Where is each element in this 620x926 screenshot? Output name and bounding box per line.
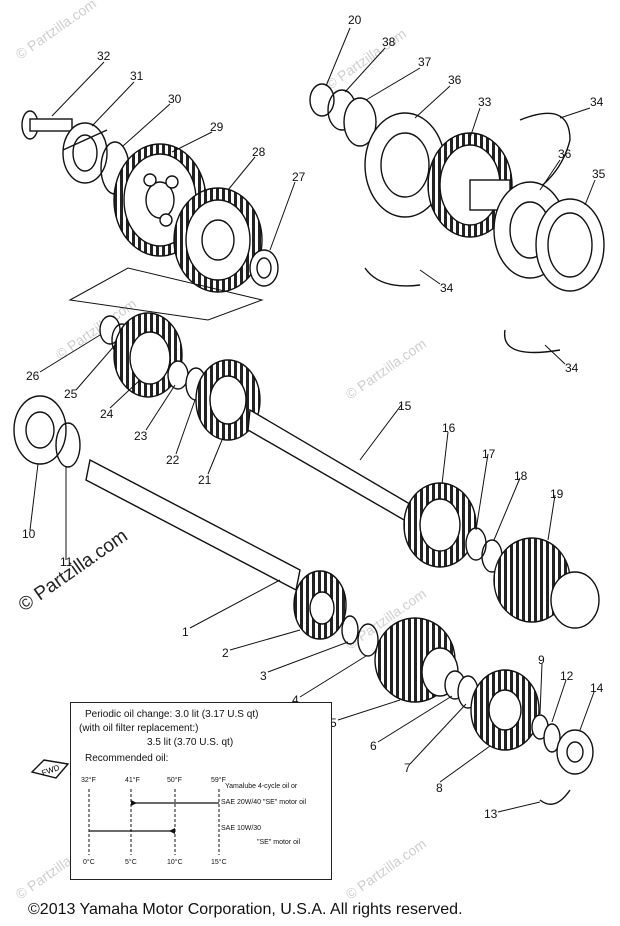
fwd-arrow-icon: FWD [30, 759, 70, 779]
recommended-oil-heading: Recommended oil: [85, 753, 169, 764]
part-17-washer [465, 527, 487, 561]
part-1-mainshaft [85, 458, 301, 592]
oil-spec-b: SAE 20W/40 "SE" motor oil [221, 799, 307, 806]
leader-lines [29, 27, 596, 813]
part-34-circlip-c [503, 329, 561, 354]
part-5-gear [374, 617, 459, 703]
temp-f-0: 32°F [81, 777, 96, 784]
callout-34b: 34 [440, 281, 454, 295]
callout-18: 18 [514, 469, 528, 483]
part-15-shaft [247, 408, 421, 530]
part-23-collar [167, 360, 189, 390]
oil-filter-capacity: 3.5 lit (3.70 U.S. qt) [147, 737, 234, 748]
part-11-circlip [55, 422, 81, 468]
oil-temperature-chart [88, 789, 220, 855]
callout-1: 1 [182, 625, 189, 639]
callout-23: 23 [134, 429, 148, 443]
lower-shaft-parts [13, 395, 594, 805]
temp-f-2: 50°F [167, 777, 182, 784]
callout-34a: 34 [590, 95, 604, 109]
callout-29: 29 [210, 120, 224, 134]
part-27-bushing [249, 249, 279, 287]
middle-shaft-parts [99, 312, 600, 629]
callout-25: 25 [64, 387, 78, 401]
oil-spec-d: "SE" motor oil [257, 839, 301, 846]
watermark-text: © Partzilla.com [13, 0, 99, 62]
callout-21: 21 [198, 473, 212, 487]
callout-30: 30 [168, 92, 182, 106]
callout-8: 8 [436, 781, 443, 795]
copyright-notice: ©2013 Yamaha Motor Corporation, U.S.A. A… [28, 901, 463, 918]
part-14-bearing [556, 729, 594, 775]
callout-10: 10 [22, 527, 36, 541]
callout-38: 38 [382, 35, 396, 49]
callout-35: 35 [592, 167, 606, 181]
callout-14: 14 [590, 681, 604, 695]
callout-26: 26 [26, 369, 40, 383]
oil-spec-c: SAE 10W/30 [221, 825, 262, 832]
temp-f-1: 41°F [125, 777, 140, 784]
temp-f-3: 59°F [211, 777, 226, 784]
part-12-collar [543, 723, 561, 753]
callout-36b: 36 [558, 147, 572, 161]
part-3-washer [341, 615, 359, 645]
callout-33: 33 [478, 95, 492, 109]
callout-20: 20 [348, 13, 362, 27]
part-32-bolt [21, 110, 73, 140]
callout-27: 27 [292, 170, 306, 184]
callout-17: 17 [482, 447, 496, 461]
temp-c-1: 5°C [125, 859, 137, 866]
part-33-gear [427, 132, 513, 238]
callout-22: 22 [166, 453, 180, 467]
part-10-bearing [13, 395, 67, 465]
part-34-circlip-b [364, 267, 421, 287]
callout-37: 37 [418, 55, 432, 69]
temp-c-2: 10°C [167, 859, 183, 866]
upper-left-parts [21, 110, 279, 321]
callout-2: 2 [222, 646, 229, 660]
callout-11: 11 [60, 555, 73, 569]
callout-6: 6 [370, 739, 377, 753]
part-21-gear [195, 359, 261, 441]
oil-spec-a: Yamalube 4-cycle oil or [225, 783, 298, 790]
callout-labels: 32 31 30 29 28 27 20 38 37 36 33 34 36 3… [22, 13, 606, 821]
temp-c-0: 0°C [83, 859, 95, 866]
temp-c-3: 15°C [211, 859, 227, 866]
part-37-washer [343, 97, 377, 147]
part-16-gear [403, 482, 477, 568]
callout-4: 4 [292, 693, 299, 707]
part-28-gear [173, 187, 263, 293]
callout-34c: 34 [565, 361, 579, 375]
callout-31: 31 [130, 69, 144, 83]
oil-specification-box: Periodic oil change: 3.0 lit (3.17 U.S q… [70, 702, 332, 880]
upper-right-parts [309, 83, 605, 354]
callout-3: 3 [260, 669, 267, 683]
watermark-text: © Partzilla.com [343, 835, 429, 902]
callout-15: 15 [398, 399, 412, 413]
callout-16: 16 [442, 421, 456, 435]
callout-28: 28 [252, 145, 266, 159]
part-36-bearing-a [364, 112, 446, 218]
callout-12: 12 [560, 669, 574, 683]
watermark-text: © Partzilla.com [343, 335, 429, 402]
callout-24: 24 [100, 407, 114, 421]
callout-5: 5 [330, 716, 337, 730]
part-31-bearing [62, 122, 108, 184]
callout-36a: 36 [448, 73, 462, 87]
callout-13: 13 [484, 807, 498, 821]
part-19-gear [493, 537, 600, 629]
oil-filter-note: (with oil filter replacement:) [79, 723, 199, 734]
part-24-gear [113, 312, 183, 398]
part-8-gear [470, 669, 540, 751]
part-4-circlip [357, 623, 379, 657]
part-13-circlip [539, 789, 571, 805]
callout-32: 32 [97, 49, 111, 63]
callout-19: 19 [550, 487, 564, 501]
part-35-seal [535, 198, 605, 292]
part-2-gear [293, 570, 347, 640]
oil-change-capacity: Periodic oil change: 3.0 lit (3.17 U.S q… [85, 709, 259, 720]
callout-7: 7 [404, 761, 411, 775]
callout-9: 9 [538, 653, 545, 667]
